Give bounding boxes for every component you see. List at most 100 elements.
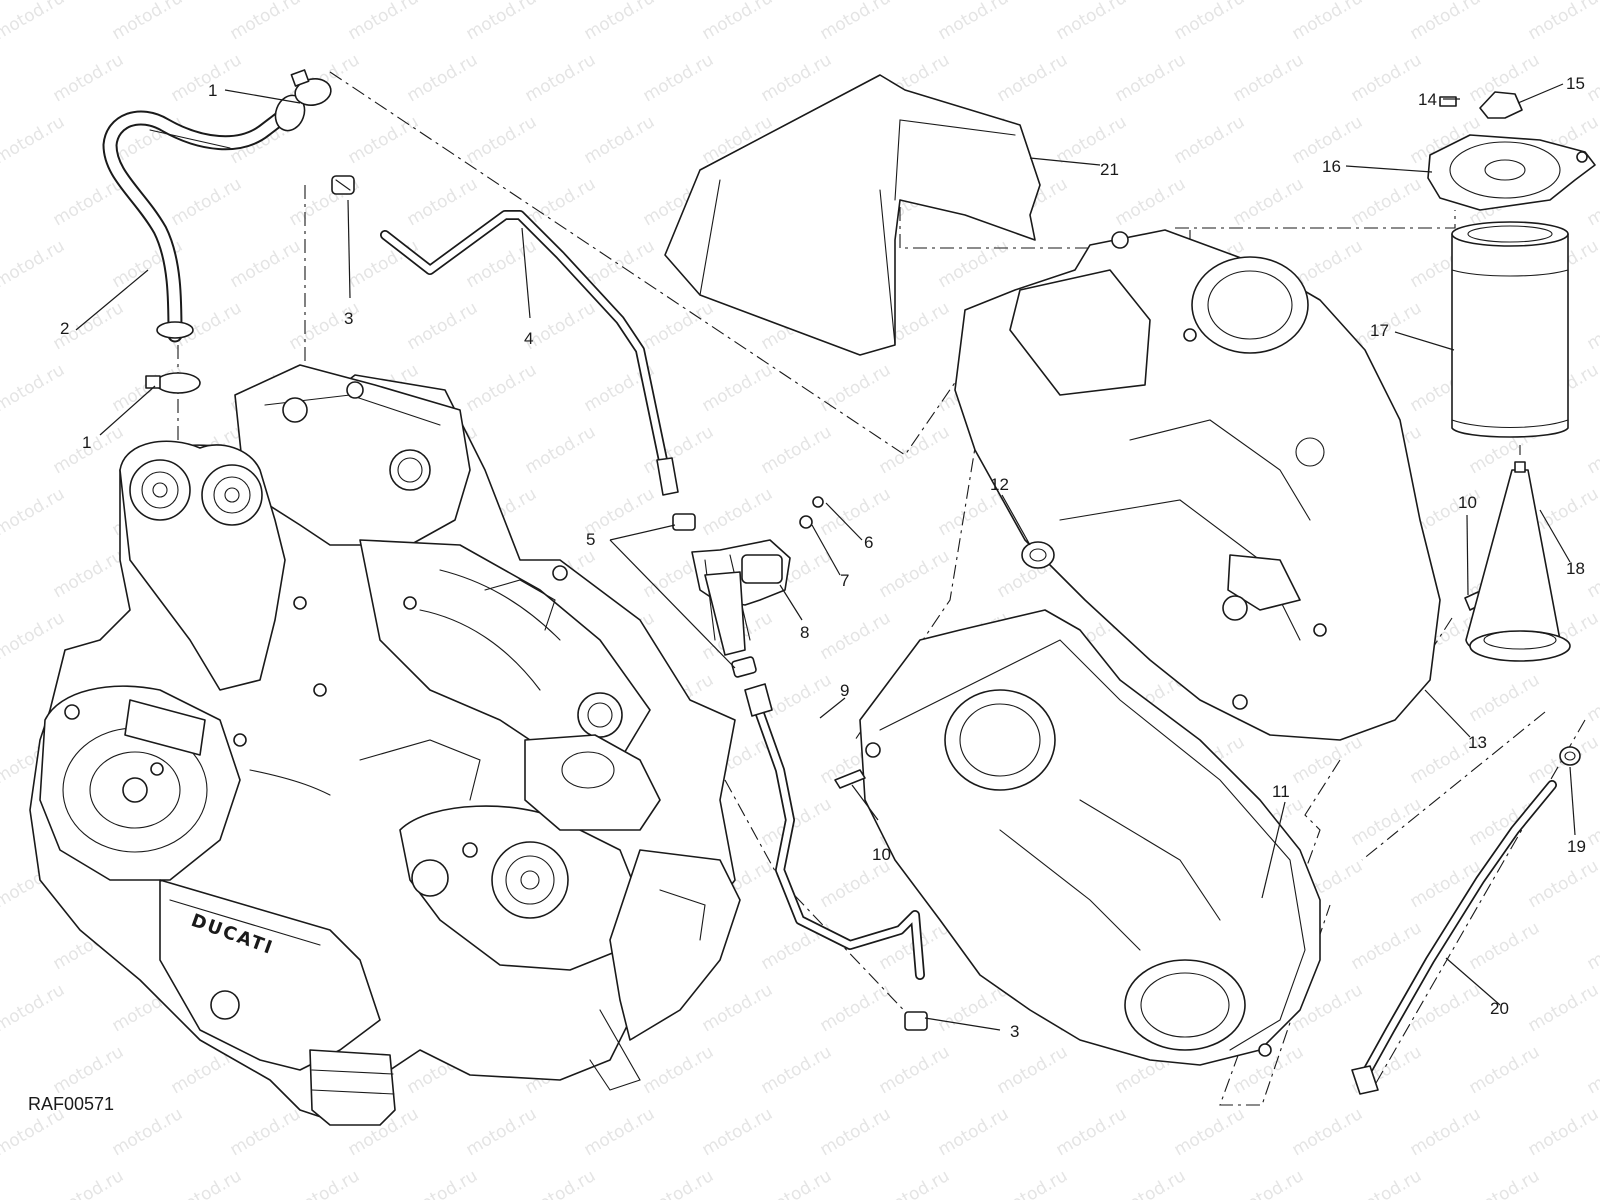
watermark-text: motod.ru [404, 1166, 482, 1200]
watermark-text: motod.ru [227, 1104, 305, 1160]
watermark-text: motod.ru [1584, 298, 1600, 354]
watermark-text: motod.ru [994, 1042, 1072, 1098]
watermark-text: motod.ru [1230, 50, 1308, 106]
callout-11: 11 [1272, 782, 1290, 801]
watermark-text: motod.ru [463, 112, 541, 168]
watermark-text: motod.ru [817, 360, 895, 416]
watermark-text: motod.ru [1584, 918, 1600, 974]
watermark-text: motod.ru [1584, 422, 1600, 478]
watermark-text: motod.ru [0, 608, 68, 664]
watermark-text: motod.ru [1525, 856, 1600, 912]
watermark-text: motod.ru [0, 236, 68, 292]
watermark-text: motod.ru [1525, 0, 1600, 44]
watermark-text: motod.ru [345, 112, 423, 168]
watermark-text: motod.ru [50, 1042, 128, 1098]
watermark-text: motod.ru [1112, 50, 1190, 106]
gearbox-housing [609, 849, 741, 1041]
callout-numbers: 1 1 2 3 3 4 5 6 7 8 9 10 10 11 12 13 14 … [60, 74, 1586, 1041]
clip-5-top [672, 513, 696, 531]
watermark-text: motod.ru [1584, 546, 1600, 602]
watermark-text: motod.ru [1584, 670, 1600, 726]
watermark-text: motod.ru [758, 794, 836, 850]
callout-19: 19 [1567, 837, 1586, 856]
watermark-text: motod.ru [1171, 112, 1249, 168]
watermark-text: motod.ru [817, 0, 895, 44]
clip-3-bottom [904, 1011, 928, 1031]
intake-manifold [524, 734, 661, 831]
watermark-text: motod.ru [640, 1166, 718, 1200]
engine-block: DUCATI [29, 364, 741, 1126]
watermark-text: motod.ru [640, 1042, 718, 1098]
airbox-lower-port-rear [1124, 959, 1246, 1051]
watermark-text: motod.ru [1584, 1166, 1600, 1200]
breather-hose-assembly [102, 69, 355, 394]
watermark-text: motod.ru [581, 1104, 659, 1160]
callout-14: 14 [1418, 90, 1437, 109]
watermark-text: motod.ru [1466, 1166, 1544, 1200]
watermark-text: motod.ru [640, 298, 718, 354]
callout-20: 20 [1490, 999, 1509, 1018]
watermark-text: motod.ru [1407, 1104, 1485, 1160]
callout-3-top: 3 [344, 309, 353, 328]
callout-18: 18 [1566, 559, 1585, 578]
watermark-text: motod.ru [640, 422, 718, 478]
callout-1-bottom: 1 [82, 433, 91, 452]
watermark-text: motod.ru [935, 236, 1013, 292]
callout-leaders [75, 83, 1576, 1031]
watermark-text: motod.ru [168, 174, 246, 230]
watermark-text: motod.ru [50, 174, 128, 230]
watermark-text: motod.ru [1584, 174, 1600, 230]
watermark-text: motod.ru [1466, 670, 1544, 726]
watermark-text: motod.ru [1348, 174, 1426, 230]
watermark-text: motod.ru [1112, 174, 1190, 230]
watermark-text: motod.ru [1348, 1166, 1426, 1200]
callout-5: 5 [586, 530, 595, 549]
watermark-text: motod.ru [758, 1166, 836, 1200]
watermark-text: motod.ru [699, 484, 777, 540]
screw-10-left [834, 769, 866, 789]
watermark-text: motod.ru [876, 546, 954, 602]
callout-21: 21 [1100, 160, 1119, 179]
watermark-text: motod.ru [227, 0, 305, 44]
oil-filter [309, 1049, 396, 1126]
watermark-text: motod.ru [699, 0, 777, 44]
airbox-lower-port-front [944, 689, 1056, 791]
watermark-text: motod.ru [758, 1042, 836, 1098]
watermark-text: motod.ru [1525, 1104, 1600, 1160]
watermark-text: motod.ru [699, 980, 777, 1036]
callout-10-left: 10 [872, 845, 891, 864]
diagram-code: RAF00571 [28, 1094, 114, 1114]
watermark-text: motod.ru [50, 1166, 128, 1200]
watermark-text: motod.ru [345, 0, 423, 44]
watermark-text: motod.ru [168, 1166, 246, 1200]
watermark-text: motod.ru [876, 422, 954, 478]
watermark-text: motod.ru [109, 1104, 187, 1160]
watermark-text: motod.ru [876, 1042, 954, 1098]
callout-8: 8 [800, 623, 809, 642]
watermark-text: motod.ru [758, 50, 836, 106]
watermark-text: motod.ru [1171, 0, 1249, 44]
funnel-18 [1465, 461, 1571, 662]
watermark-text: motod.ru [876, 1166, 954, 1200]
watermark-text: motod.ru [1230, 174, 1308, 230]
watermark-text: motod.ru [581, 0, 659, 44]
watermark-text: motod.ru [1289, 0, 1367, 44]
callout-16: 16 [1322, 157, 1341, 176]
watermark-text: motod.ru [1525, 980, 1600, 1036]
watermark-text: motod.ru [817, 856, 895, 912]
watermark-text: motod.ru [463, 1104, 541, 1160]
callout-1-top: 1 [208, 81, 217, 100]
watermark-text: motod.ru [699, 360, 777, 416]
watermark-text: motod.ru [404, 50, 482, 106]
watermark-text: motod.ru [463, 0, 541, 44]
watermark-text: motod.ru [1584, 1042, 1600, 1098]
watermark-text: motod.ru [1053, 1104, 1131, 1160]
watermark-text: motod.ru [1053, 0, 1131, 44]
callout-15: 15 [1566, 74, 1585, 93]
watermark-text: motod.ru [0, 112, 68, 168]
watermark-text: motod.ru [1584, 794, 1600, 850]
watermark-text: motod.ru [1407, 0, 1485, 44]
watermark-text: motod.ru [227, 236, 305, 292]
callout-10-right: 10 [1458, 493, 1477, 512]
watermark-text: motod.ru [0, 484, 68, 540]
